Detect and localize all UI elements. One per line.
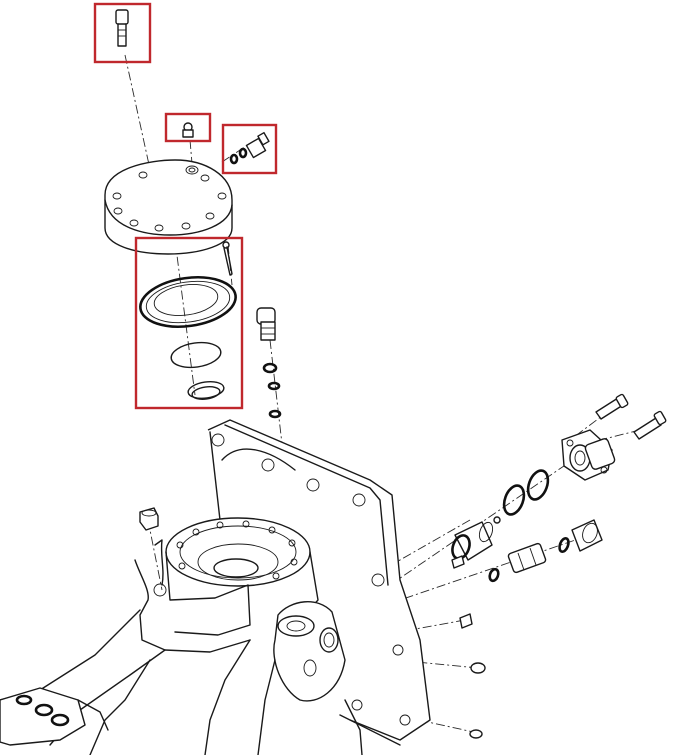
flange-cylinder (561, 429, 616, 481)
o-rings-large (502, 469, 550, 516)
axle-housing (0, 419, 431, 755)
hydraulic-fitting (488, 519, 603, 583)
highlight-boxes (93, 2, 278, 410)
plug-and-seals (256, 307, 282, 419)
bushing (451, 516, 501, 561)
highlight-box-grease-fitting (164, 112, 212, 143)
highlight-box-bleeder-valve (221, 123, 278, 175)
small-fasteners (451, 555, 486, 739)
grease-fitting (182, 122, 194, 138)
cover-plate (104, 159, 233, 255)
bleeder-valve-assembly (229, 131, 270, 165)
seal-kit (139, 241, 237, 400)
highlight-box-cap-screw (93, 2, 152, 64)
cap-screw (115, 9, 129, 47)
highlight-box-seal-kit (134, 236, 244, 410)
flange-bolts (595, 393, 667, 440)
left-plug (139, 507, 159, 531)
